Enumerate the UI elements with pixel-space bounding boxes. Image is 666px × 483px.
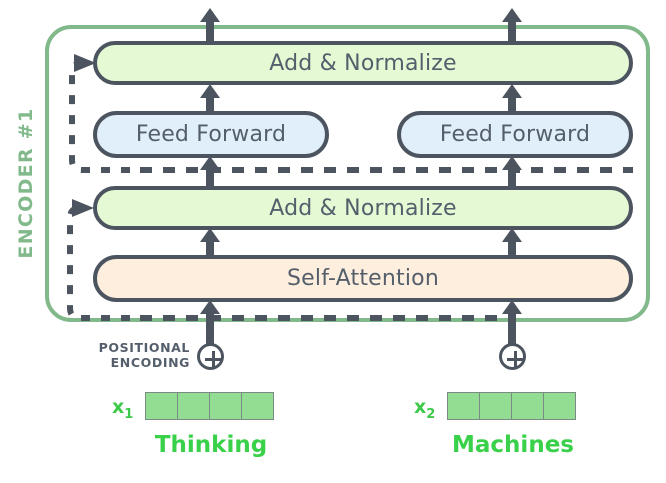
- embedding-vector-1: [145, 392, 274, 420]
- encoder-block-label: ENCODER #1: [15, 107, 37, 259]
- token-word-2: Machines: [452, 432, 574, 458]
- embedding-cell: [511, 392, 544, 420]
- positional-encoding-label: POSITIONAL ENCODING: [70, 340, 190, 370]
- embedding-cell: [209, 392, 242, 420]
- embedding-var-label-2: x2: [414, 396, 435, 422]
- embedding-var-letter: x: [112, 396, 125, 418]
- feed-forward-right[interactable]: Feed Forward: [397, 111, 633, 158]
- embedding-var-subscript: 1: [124, 406, 134, 422]
- embedding-cell: [241, 392, 274, 420]
- embedding-vector-2: [447, 392, 576, 420]
- add-normalize-bottom[interactable]: Add & Normalize: [93, 186, 633, 230]
- feed-forward-left[interactable]: Feed Forward: [93, 111, 329, 158]
- plus-circle-icon-right: [499, 343, 526, 370]
- add-normalize-top[interactable]: Add & Normalize: [93, 41, 633, 85]
- embedding-cell: [145, 392, 178, 420]
- positional-encoding-line1: POSITIONAL: [98, 340, 190, 355]
- embedding-var-subscript: 2: [426, 406, 436, 422]
- self-attention-layer[interactable]: Self-Attention: [93, 255, 633, 302]
- embedding-cell: [447, 392, 480, 420]
- embedding-cell: [543, 392, 576, 420]
- embedding-var-label-1: x1: [112, 396, 133, 422]
- embedding-cell: [177, 392, 210, 420]
- plus-circle-icon-left: [197, 343, 224, 370]
- embedding-cell: [479, 392, 512, 420]
- positional-encoding-line2: ENCODING: [110, 355, 190, 370]
- embedding-var-letter: x: [414, 396, 427, 418]
- token-word-1: Thinking: [154, 432, 268, 458]
